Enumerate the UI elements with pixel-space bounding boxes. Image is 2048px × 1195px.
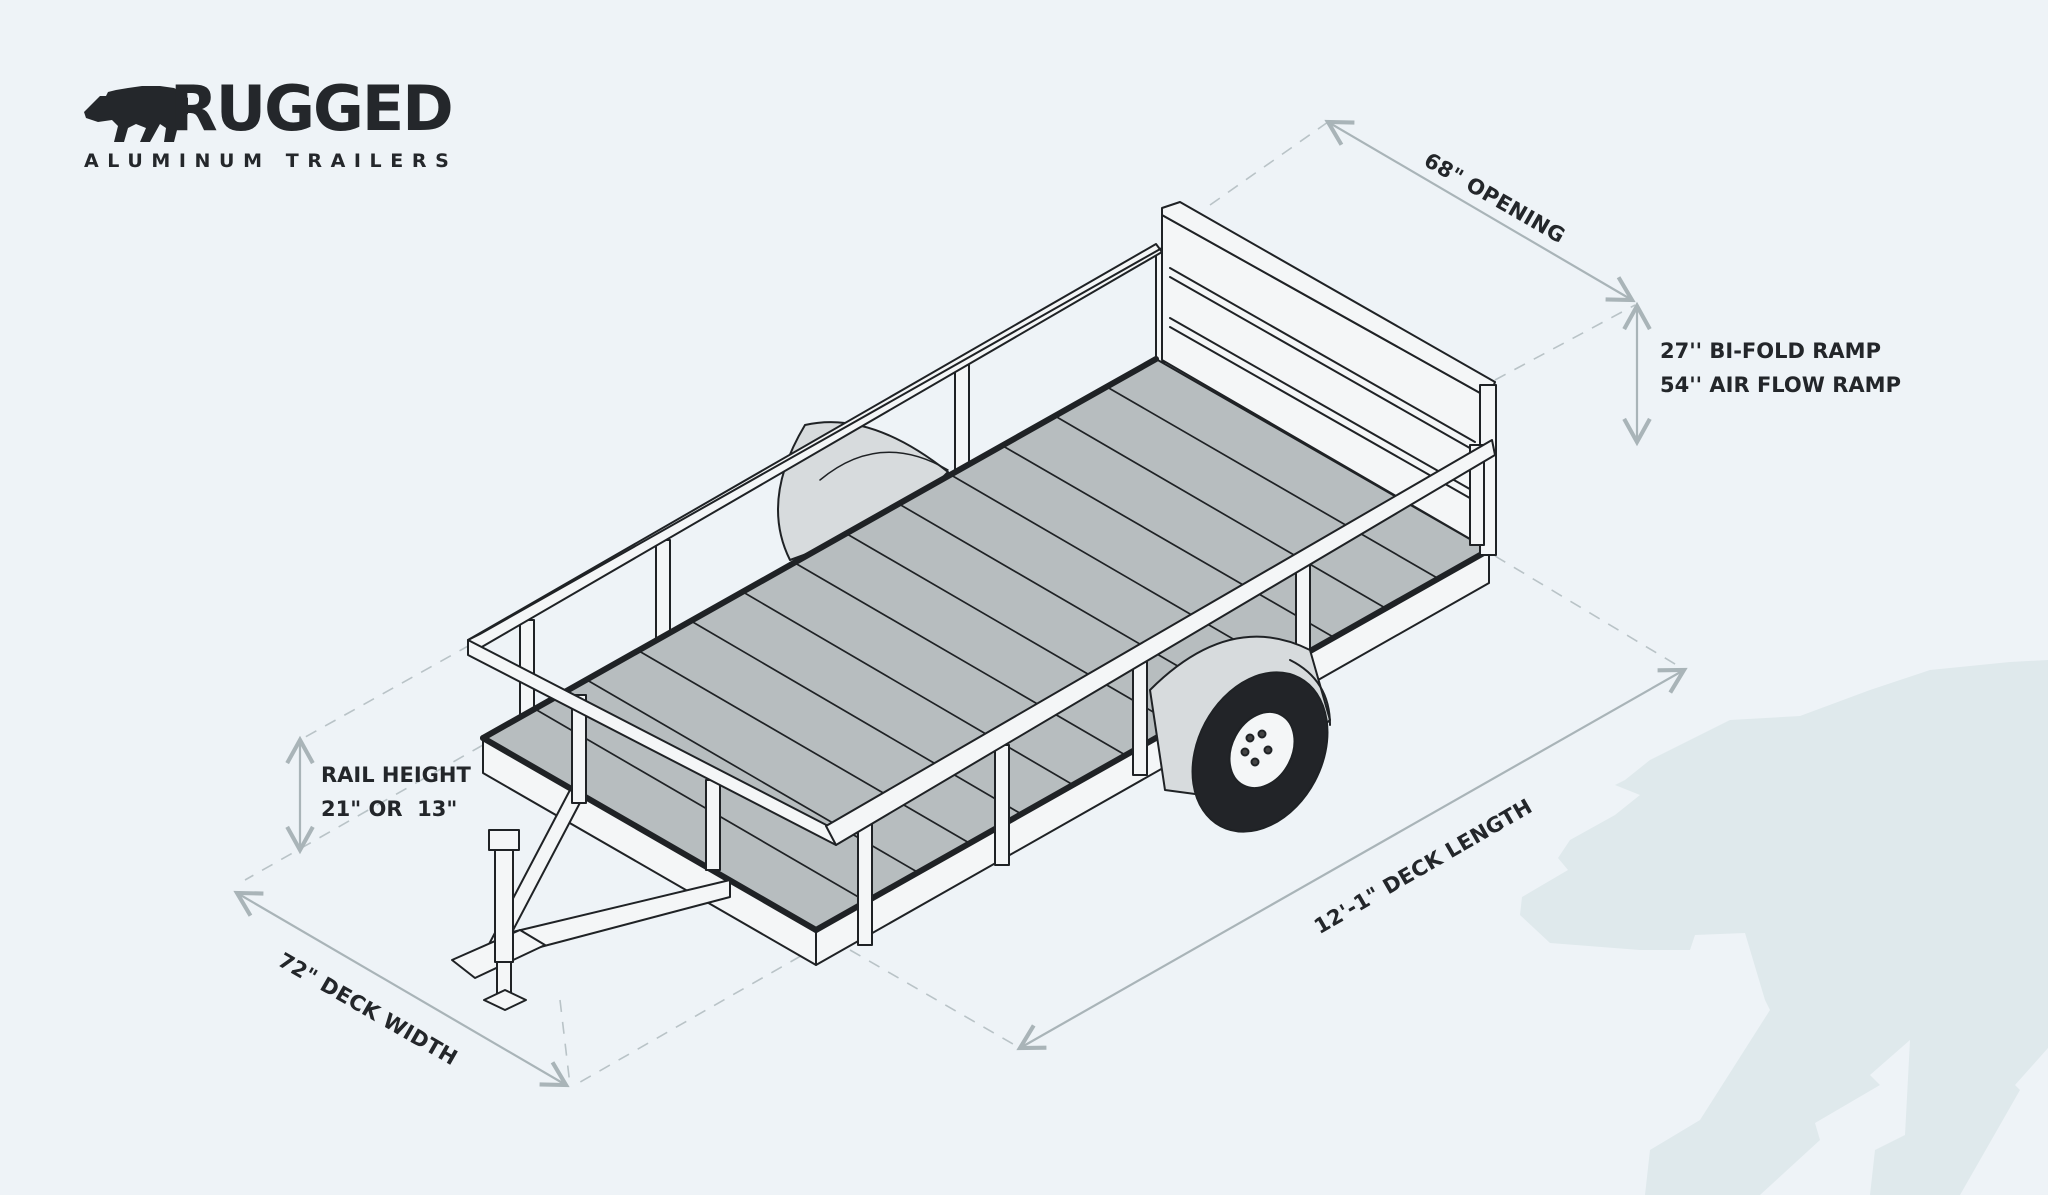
deck-length-dimension-line [1016,667,1688,1051]
ramp-spec-bifold: 27'' BI-FOLD RAMP [1660,339,1881,363]
dimension-lines [233,119,1688,1088]
deck-boards [534,386,1440,903]
rail-height-title: RAIL HEIGHT [321,763,471,787]
rail-height-values: 21" OR 13" [321,797,458,821]
ramp-spec: 27'' BI-FOLD RAMP 54'' AIR FLOW RAMP [1660,334,1901,402]
deck-trim-front [480,735,819,933]
near-top-rail [825,439,1496,846]
rail-height-spec: RAIL HEIGHT 21" OR 13" [321,758,471,826]
bear-icon [84,86,188,142]
rear-ramp-gate [1161,201,1497,556]
brand-tagline: ALUMINUM TRAILERS [84,150,458,172]
near-rail-posts [571,444,1485,946]
lug-nuts [1240,729,1273,767]
wheel-rim [1228,710,1296,790]
brand-logo: RUGGED ALUMINUM TRAILERS [84,78,458,176]
deck-trim-left [480,356,1159,741]
opening-dimension-line [1324,119,1636,303]
brand-wordmark: RUGGED [170,72,454,145]
ramp-spec-airflow: 54'' AIR FLOW RAMP [1660,373,1901,397]
deck-width-dimension-line [233,890,570,1088]
deck-trim-right [813,547,1492,933]
